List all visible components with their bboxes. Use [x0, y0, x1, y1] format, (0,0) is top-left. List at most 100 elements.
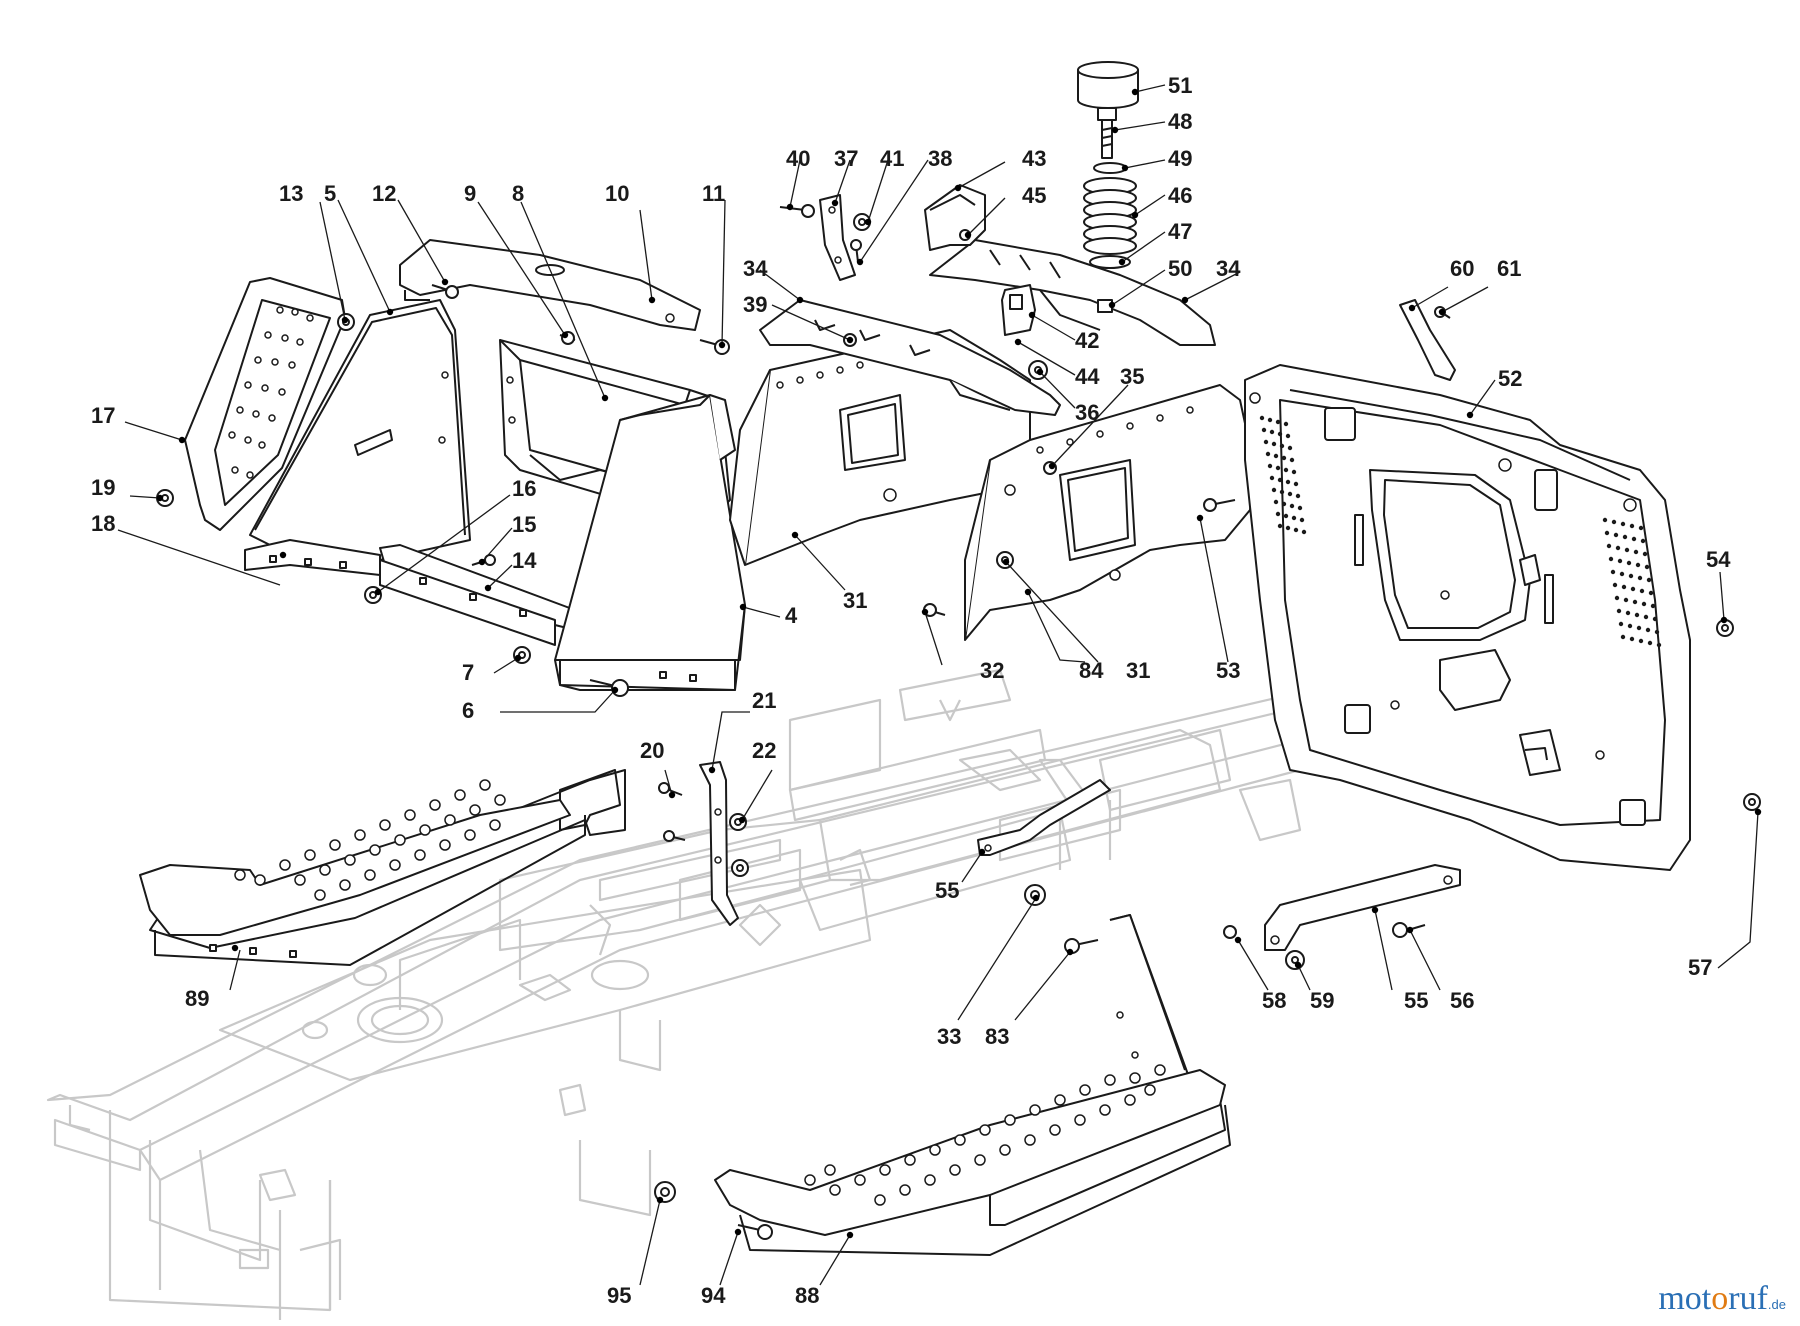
label-part-4: 4 [785, 603, 798, 628]
part-60-bracket [1399, 299, 1456, 381]
vent-grid-left [1259, 415, 1307, 535]
label-part-33: 33 [937, 1024, 962, 1049]
label-part-18: 18 [91, 511, 116, 536]
part-34-rail-right [929, 239, 1216, 346]
part-42-bracket [1001, 284, 1036, 336]
label-part-19: 19 [91, 475, 116, 500]
part-52-rear-panel [1244, 364, 1691, 871]
part-37-bracket [819, 194, 856, 281]
part-40-bolt [779, 204, 815, 218]
part-47-washer [1089, 255, 1131, 269]
label-part-34-left: 34 [743, 256, 768, 281]
label-part-15: 15 [512, 512, 537, 537]
motoruf-watermark: motoruf.de [1658, 1280, 1786, 1317]
part-11-bolt [699, 339, 730, 355]
parts-group [139, 61, 1761, 1256]
part-53-bolt [1203, 498, 1236, 512]
label-part-8: 8 [512, 181, 525, 206]
label-part-50: 50 [1168, 256, 1193, 281]
part-31-panel-b [964, 384, 1256, 641]
part-19-nut [156, 489, 174, 507]
part-94-bolt [737, 1224, 773, 1240]
part-55-bracket-a [977, 779, 1111, 856]
label-part-45: 45 [1022, 183, 1047, 208]
label-part-58: 58 [1262, 988, 1287, 1013]
label-part-55-upper: 55 [935, 878, 960, 903]
label-part-89: 89 [185, 986, 210, 1011]
label-part-22: 22 [752, 738, 777, 763]
label-part-46: 46 [1168, 183, 1193, 208]
label-part-60: 60 [1450, 256, 1475, 281]
part-55-bracket-b [1264, 864, 1461, 951]
part-46-spring [1083, 177, 1137, 255]
part-34-rail-left [759, 299, 1061, 416]
part-4-shroud [554, 394, 746, 691]
label-part-34-right: 34 [1216, 256, 1241, 281]
part-20-bolts [658, 782, 686, 842]
part-88-step [714, 914, 1231, 1256]
part-22-nuts [729, 813, 749, 877]
label-part-61: 61 [1497, 256, 1522, 281]
label-part-40: 40 [786, 146, 811, 171]
label-part-12: 12 [372, 181, 397, 206]
label-part-37: 37 [834, 146, 859, 171]
label-part-11: 11 [702, 181, 726, 206]
part-5-side-panel [249, 299, 471, 561]
part-10-bracket [399, 239, 701, 331]
part-17-plate [184, 277, 346, 531]
part-48-bolt [1097, 107, 1117, 159]
label-part-53: 53 [1216, 658, 1241, 683]
label-part-39: 39 [743, 292, 768, 317]
part-14-crossbar [379, 544, 576, 646]
label-part-43: 43 [1022, 146, 1047, 171]
label-part-88: 88 [795, 1283, 820, 1308]
label-part-13: 13 [279, 181, 304, 206]
part-54-nut [1716, 619, 1734, 637]
label-part-10: 10 [605, 181, 630, 206]
part-38-bolt [850, 239, 862, 263]
label-part-35: 35 [1120, 364, 1145, 389]
part-21-brace [699, 761, 739, 926]
part-12-bolt [431, 284, 459, 299]
label-part-47: 47 [1168, 219, 1193, 244]
label-part-6: 6 [462, 698, 475, 723]
label-part-51: 51 [1168, 73, 1193, 98]
label-part-52: 52 [1498, 366, 1523, 391]
label-part-36: 36 [1075, 400, 1100, 425]
label-part-38: 38 [928, 146, 953, 171]
label-part-57: 57 [1688, 955, 1713, 980]
label-part-9: 9 [464, 181, 477, 206]
label-part-7: 7 [462, 660, 475, 685]
label-part-17: 17 [91, 403, 116, 428]
label-part-56: 56 [1450, 988, 1475, 1013]
label-part-14: 14 [512, 548, 537, 573]
label-part-31-left: 31 [843, 588, 868, 613]
part-51-bumper [1077, 61, 1139, 109]
label-part-84: 84 [1079, 658, 1104, 683]
label-part-32: 32 [980, 658, 1005, 683]
label-part-48: 48 [1168, 109, 1193, 134]
part-58-bolt [1223, 925, 1237, 939]
label-part-94: 94 [701, 1283, 726, 1308]
vent-grid-right [1602, 517, 1662, 648]
label-part-49: 49 [1168, 146, 1193, 171]
part-49-washer [1093, 162, 1127, 174]
label-part-55-lower: 55 [1404, 988, 1429, 1013]
label-part-41: 41 [880, 146, 905, 171]
label-part-54: 54 [1706, 547, 1731, 572]
part-43-clip [924, 184, 986, 251]
part-57-nut [1743, 793, 1761, 811]
part-89-step [139, 769, 626, 966]
leader-lines [117, 84, 1762, 1286]
label-part-42: 42 [1075, 328, 1100, 353]
label-part-95: 95 [607, 1283, 632, 1308]
label-part-16: 16 [512, 476, 537, 501]
label-part-5: 5 [324, 181, 337, 206]
label-part-31-right: 31 [1126, 658, 1151, 683]
part-59-nut [1285, 950, 1305, 970]
label-part-44: 44 [1075, 364, 1100, 389]
label-part-83: 83 [985, 1024, 1010, 1049]
label-part-59: 59 [1310, 988, 1335, 1013]
